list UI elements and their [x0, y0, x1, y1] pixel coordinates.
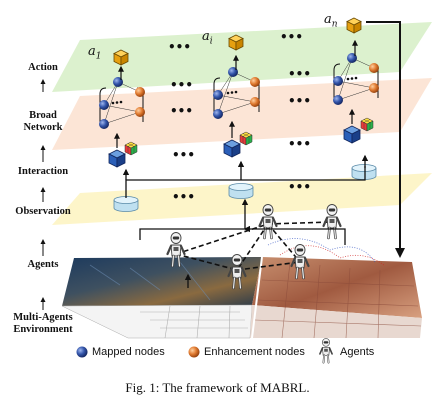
layer-label-action: Action [28, 62, 58, 73]
legend-enhancement-node-marker [188, 346, 200, 358]
enhancement-node [135, 87, 145, 97]
layer-label-broad-network: Broad Network [23, 110, 63, 133]
interaction-rubik-icon [360, 117, 374, 132]
ellipsis: ••• [172, 190, 196, 204]
ellipsis: ••• [172, 148, 196, 162]
figure-caption: Fig. 1: The framework of MABRL. [125, 380, 310, 395]
agent-to-observation-arrows [139, 198, 346, 245]
enhancement-node [369, 83, 379, 93]
enhancement-node [369, 63, 379, 73]
observation-database [351, 164, 377, 180]
layer-label-agents: Agents [27, 259, 59, 270]
legend-agents: Agents [340, 346, 375, 358]
enhancement-node [135, 107, 145, 117]
legend-enhancement-nodes: Enhancement nodes [204, 346, 305, 358]
action-subscript: i [209, 36, 213, 47]
mapped-node [213, 109, 223, 119]
mapped-node [99, 119, 109, 129]
observation-to-interaction-arrows [122, 154, 369, 198]
observation-layer-plane [52, 173, 432, 225]
action-layer-plane [52, 22, 432, 92]
observation-database [113, 196, 139, 212]
legend-mapped-nodes: Mapped nodes [92, 346, 165, 358]
ellipsis: ••• [280, 30, 304, 44]
agent-state-cube-icon [108, 149, 126, 168]
action-label-ai: ai [202, 29, 213, 47]
action-subscript: 1 [95, 51, 102, 62]
ellipsis: ••• [288, 94, 312, 108]
broad-network-group [333, 53, 379, 105]
mapped-node [333, 76, 343, 86]
environment-map [61, 238, 422, 339]
action-cube-icon [346, 17, 362, 34]
legend-mapped-node-marker [76, 346, 88, 358]
ellipsis: ••• [288, 137, 312, 151]
agent-robot [322, 203, 342, 240]
ellipsis: ••• [168, 40, 192, 54]
agent-state-cube-icon [343, 125, 361, 144]
mapped-node [213, 90, 223, 100]
agent-state-cube-icon [223, 139, 241, 158]
ellipsis: ••• [170, 78, 194, 92]
action-symbol: a [202, 29, 210, 44]
observation-database [228, 183, 254, 199]
action-label-an: an [324, 12, 338, 30]
layer-label-interaction: Interaction [17, 166, 69, 177]
network-to-action-arrows [118, 39, 358, 80]
enhancement-node [250, 97, 260, 107]
action-symbol: a [88, 44, 96, 59]
layer-label-observation: Observation [15, 206, 71, 217]
action-symbol: a [324, 12, 332, 27]
layer-label-environment: Multi-Agents Environment [13, 312, 73, 335]
action-cube-icon [113, 49, 129, 66]
interaction-rubik-icon [239, 131, 253, 146]
mapped-node [333, 95, 343, 105]
interaction-rubik-icon [124, 141, 138, 156]
action-subscript: n [331, 19, 338, 30]
legend-agent-marker [318, 337, 334, 364]
action-cube-icon [228, 34, 244, 51]
feedback-loop-arrow [366, 21, 405, 258]
ellipsis: ••• [288, 67, 312, 81]
mapped-node [99, 100, 109, 110]
ellipsis: ••• [170, 104, 194, 118]
interaction-to-network-arrows [114, 108, 355, 148]
ellipsis: ••• [288, 180, 312, 194]
action-label-a1: a1 [88, 44, 102, 62]
agent-links [175, 221, 333, 271]
enhancement-node [250, 77, 260, 87]
